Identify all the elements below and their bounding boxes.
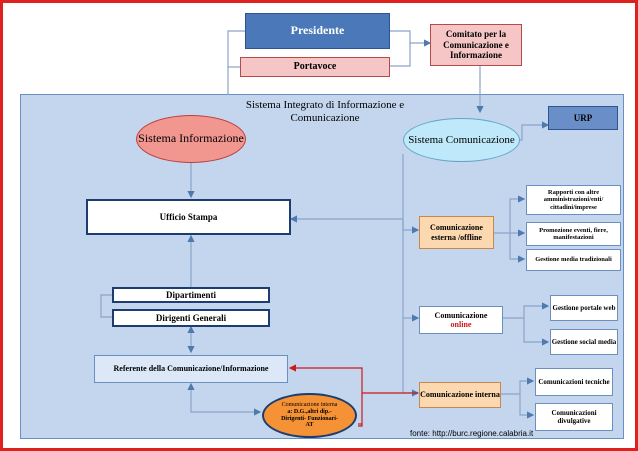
ufficio-stampa-box: Ufficio Stampa <box>86 199 291 235</box>
comunicazione-online-word: online <box>450 320 472 329</box>
integrated-system-title: Sistema Integrato di Informazione e Comu… <box>245 99 405 124</box>
esterna-item-promozione: Promozione eventi, fiere, manifestazioni <box>526 222 621 246</box>
referente-box: Referente della Comunicazione/Informazio… <box>94 355 288 383</box>
dirigenti-generali-box: Dirigenti Generali <box>112 309 270 327</box>
dipartimenti-box: Dipartimenti <box>112 287 270 303</box>
portavoce-box: Portavoce <box>240 57 390 77</box>
comunicazione-interna-ellipse: Comunicazione interna a: D.G.,altri dip.… <box>262 393 357 438</box>
sistema-comunicazione-ellipse: Sistema Comunicazione <box>403 118 520 162</box>
comitato-box: Comitato per la Comunicazione e Informaz… <box>430 24 522 66</box>
comunicazione-interna-detail: a: D.G.,altri dip.- Dirigenti- Funzionar… <box>281 408 338 429</box>
comunicazione-online-label: Comunicazione <box>434 310 488 320</box>
online-item-portale: Gestione portale web <box>550 295 618 321</box>
online-item-social: Gestione social media <box>550 329 618 355</box>
presidente-box: Presidente <box>245 13 390 49</box>
interna-item-tecniche: Comunicazioni tecniche <box>535 368 613 396</box>
comunicazione-interna-box: Comunicazione interna <box>419 382 501 408</box>
comunicazione-interna-label: Comunicazione interna <box>281 401 338 408</box>
comunicazione-esterna-box: Comunicazione esterna /offline <box>419 216 494 249</box>
sistema-informazione-ellipse: Sistema Informazione <box>136 115 246 163</box>
urp-box: URP <box>548 106 618 130</box>
esterna-item-rapporti: Rapporti con altre amministrazioni/enti/… <box>526 185 621 215</box>
interna-item-divulgative: Comunicazioni divulgative <box>535 403 613 431</box>
comunicazione-online-box: Comunicazione online <box>419 306 503 334</box>
source-note: fonte: http://burc.regione.calabria.it <box>410 429 534 438</box>
esterna-item-media: Gestione media tradizionali <box>526 249 621 271</box>
